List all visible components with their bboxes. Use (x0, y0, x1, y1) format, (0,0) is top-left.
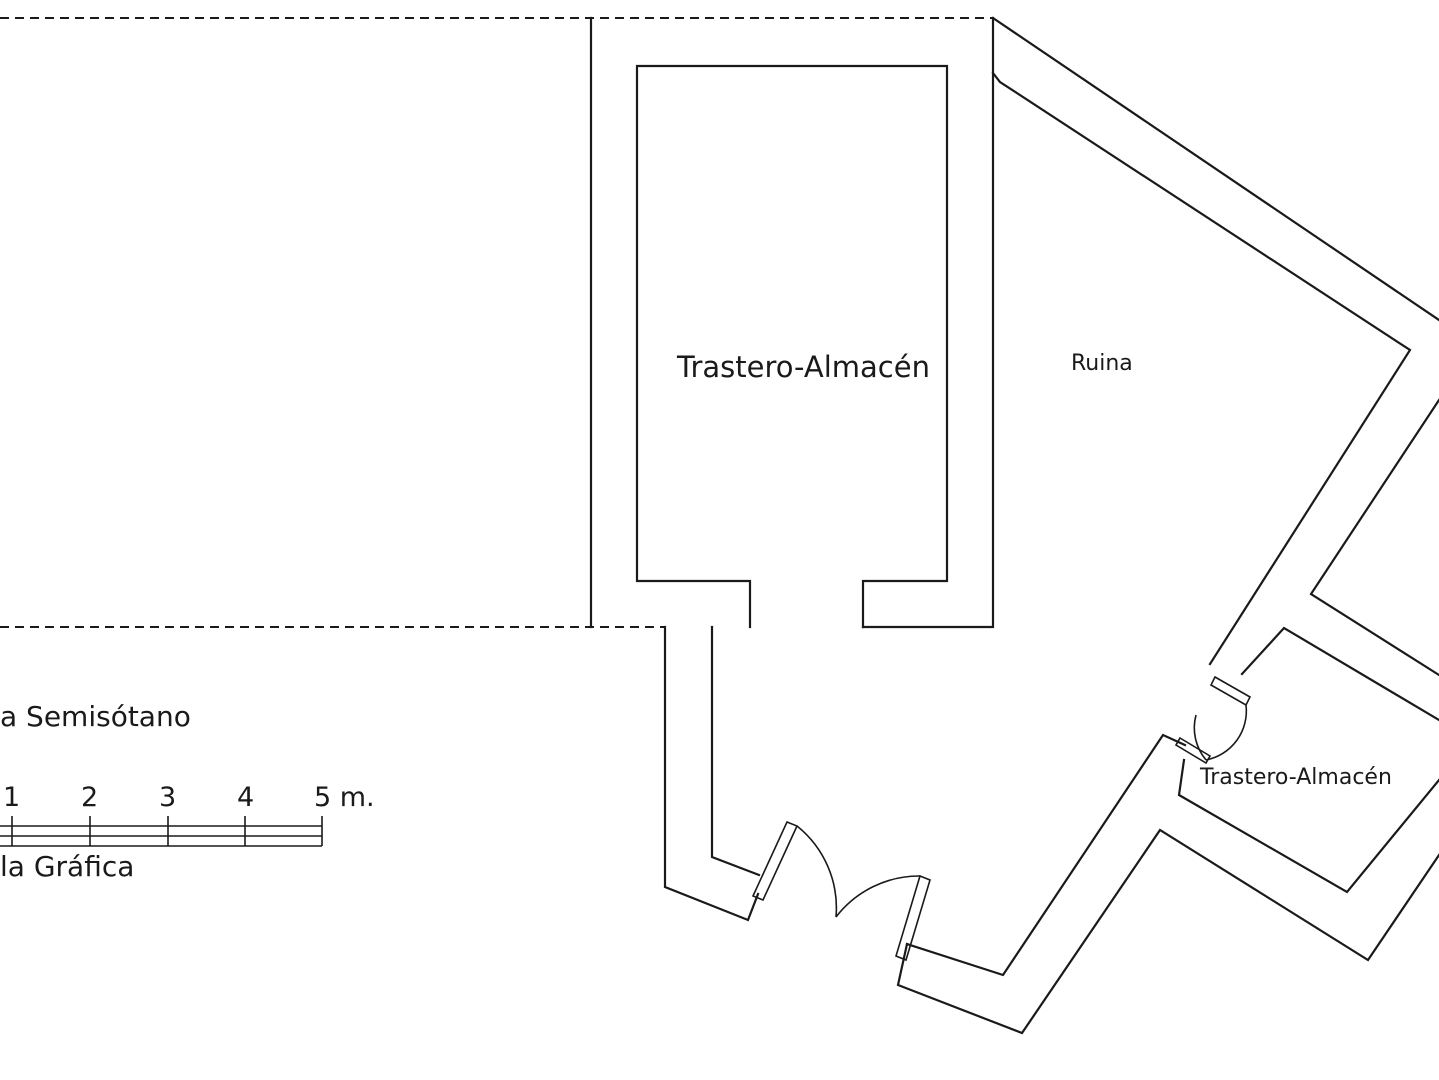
small-storage-room-wall (1177, 758, 1439, 894)
lower-inner-wall (905, 733, 1187, 977)
scale-tick-label: 4 (237, 782, 255, 813)
room-label-storage-main: Trastero-Almacén (677, 350, 930, 384)
ruin-right-inner-wall (1309, 398, 1439, 677)
small-room-door (1174, 675, 1252, 765)
room-label-storage-small: Trastero-Almacén (1200, 765, 1392, 790)
scale-bar (0, 816, 323, 847)
storage-room-inner-wall (635, 64, 949, 629)
scale-tick-label: 1 (3, 782, 21, 813)
scale-caption: la Gráfica (0, 850, 135, 883)
storage-block-right-wall (861, 16, 995, 629)
small-storage-room-top-wall (1240, 626, 1439, 722)
entrance-door (751, 820, 931, 962)
scale-tick-label: 5 m. (314, 782, 375, 813)
ruin-inner-wall (991, 71, 1412, 666)
corridor-inner-wall (710, 625, 761, 877)
ruin-top-outer-wall (991, 16, 1439, 322)
lower-outer-wall (896, 828, 1439, 1035)
scale-tick-label: 2 (81, 782, 99, 813)
plot-boundary (0, 17, 993, 628)
corridor-outer-wall (663, 625, 760, 922)
room-label-ruin: Ruina (1071, 351, 1133, 376)
plan-title: a Semisótano (0, 700, 191, 733)
scale-tick-label: 3 (159, 782, 177, 813)
